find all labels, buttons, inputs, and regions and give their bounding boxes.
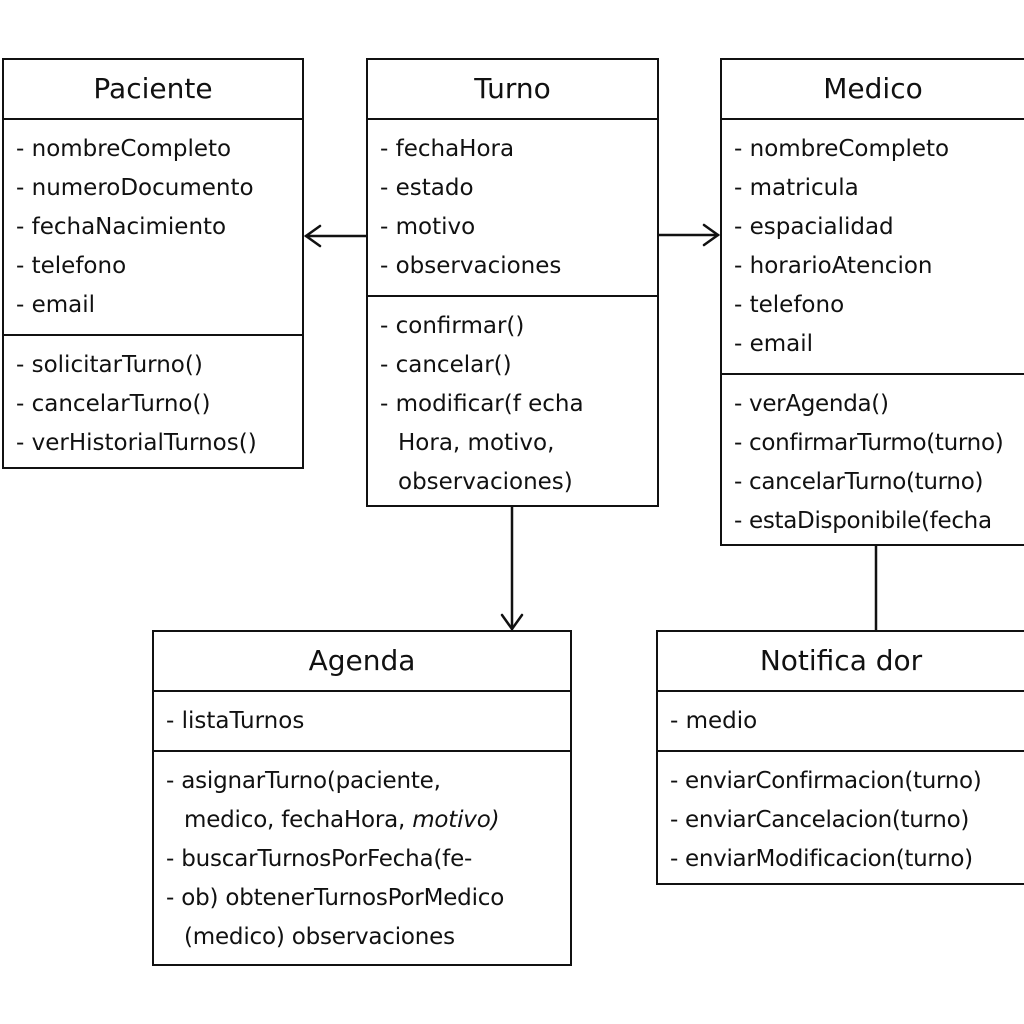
class-name: Paciente xyxy=(4,60,302,120)
attribute: - espacialidad xyxy=(734,214,894,240)
attribute: - nombreCompleto xyxy=(734,136,950,162)
class-medico: Medico - nombreCompleto - matricula - es… xyxy=(720,58,1024,546)
operation: - ob) obtenerTurnosPorMedico xyxy=(166,885,505,911)
operation: - cancelar() xyxy=(380,352,512,378)
operation: - enviarCancelacion(turno) xyxy=(670,807,970,833)
operation: - asignarTurno(paciente, xyxy=(166,768,441,794)
operation: - modificar(f echa xyxy=(380,391,584,417)
attribute: - horarioAtencion xyxy=(734,253,933,279)
operation-continuation: medico, fechaHora, motivo) xyxy=(166,801,570,840)
attribute: - fechaNacimiento xyxy=(16,214,227,240)
class-agenda: Agenda - listaTurnos - asignarTurno(paci… xyxy=(152,630,572,966)
attributes-section: - nombreCompleto - matricula - espaciali… xyxy=(722,120,1024,375)
operation-continuation: observaciones) xyxy=(398,469,573,495)
attribute: - listaTurnos xyxy=(166,708,305,734)
attribute: - fechaHora xyxy=(380,136,515,162)
operation: - enviarModificacion(turno) xyxy=(670,846,973,872)
operation: - estaDisponibile(fecha xyxy=(734,508,992,534)
class-turno: Turno - fechaHora - estado - motivo - ob… xyxy=(366,58,659,507)
attributes-section: - nombreCompleto - numeroDocumento - fec… xyxy=(4,120,302,336)
relation-turno-agenda xyxy=(500,505,524,632)
operations-section: - verAgenda() - confirmarTurmo(turno) - … xyxy=(722,375,1024,544)
operation: - confirmarTurmo(turno) xyxy=(734,430,1004,456)
class-notificador: Notifica dor - medio - enviarConfirmacio… xyxy=(656,630,1024,885)
operation: - cancelarTurno() xyxy=(16,391,211,417)
attribute: - medio xyxy=(670,708,758,734)
class-name: Turno xyxy=(368,60,657,120)
operation: - verHistorialTurnos() xyxy=(16,430,257,456)
operations-section: - solicitarTurno() - cancelarTurno() - v… xyxy=(4,336,302,467)
operation: - cancelarTurno(turno) xyxy=(734,469,984,495)
class-paciente: Paciente - nombreCompleto - numeroDocume… xyxy=(2,58,304,469)
relation-turno-paciente xyxy=(303,224,368,248)
attributes-section: - fechaHora - estado - motivo - observac… xyxy=(368,120,657,297)
attribute: - estado xyxy=(380,175,474,201)
attribute: - motivo xyxy=(380,214,476,240)
operations-section: - asignarTurno(paciente, medico, fechaHo… xyxy=(154,752,570,964)
class-name: Notifica dor xyxy=(658,632,1024,692)
operation: - confirmar() xyxy=(380,313,525,339)
attributes-section: - listaTurnos xyxy=(154,692,570,752)
class-name: Agenda xyxy=(154,632,570,692)
attribute: - email xyxy=(734,331,814,357)
operation: - buscarTurnosPorFecha(fe- xyxy=(166,846,473,872)
relation-turno-medico xyxy=(657,223,721,247)
attribute: - nombreCompleto xyxy=(16,136,232,162)
attribute: - telefono xyxy=(734,292,845,318)
attribute: - observaciones xyxy=(380,253,562,279)
operation: - verAgenda() xyxy=(734,391,889,417)
class-name: Medico xyxy=(722,60,1024,120)
operations-section: - confirmar() - cancelar() - modificar(f… xyxy=(368,297,657,505)
operation-continuation: Hora, motivo, xyxy=(398,430,555,456)
attribute: - email xyxy=(16,292,96,318)
attribute: - matricula xyxy=(734,175,859,201)
attribute: - telefono xyxy=(16,253,127,279)
operation: - solicitarTurno() xyxy=(16,352,203,378)
attribute: - numeroDocumento xyxy=(16,175,254,201)
operation-continuation: (medico) observaciones xyxy=(184,924,455,950)
operation-continuation-italic: motivo) xyxy=(412,807,500,833)
operations-section: - enviarConfirmacion(turno) - enviarCanc… xyxy=(658,752,1024,883)
operation-continuation-text: medico, fechaHora, xyxy=(184,807,406,833)
operation: - enviarConfirmacion(turno) xyxy=(670,768,982,794)
attributes-section: - medio xyxy=(658,692,1024,752)
